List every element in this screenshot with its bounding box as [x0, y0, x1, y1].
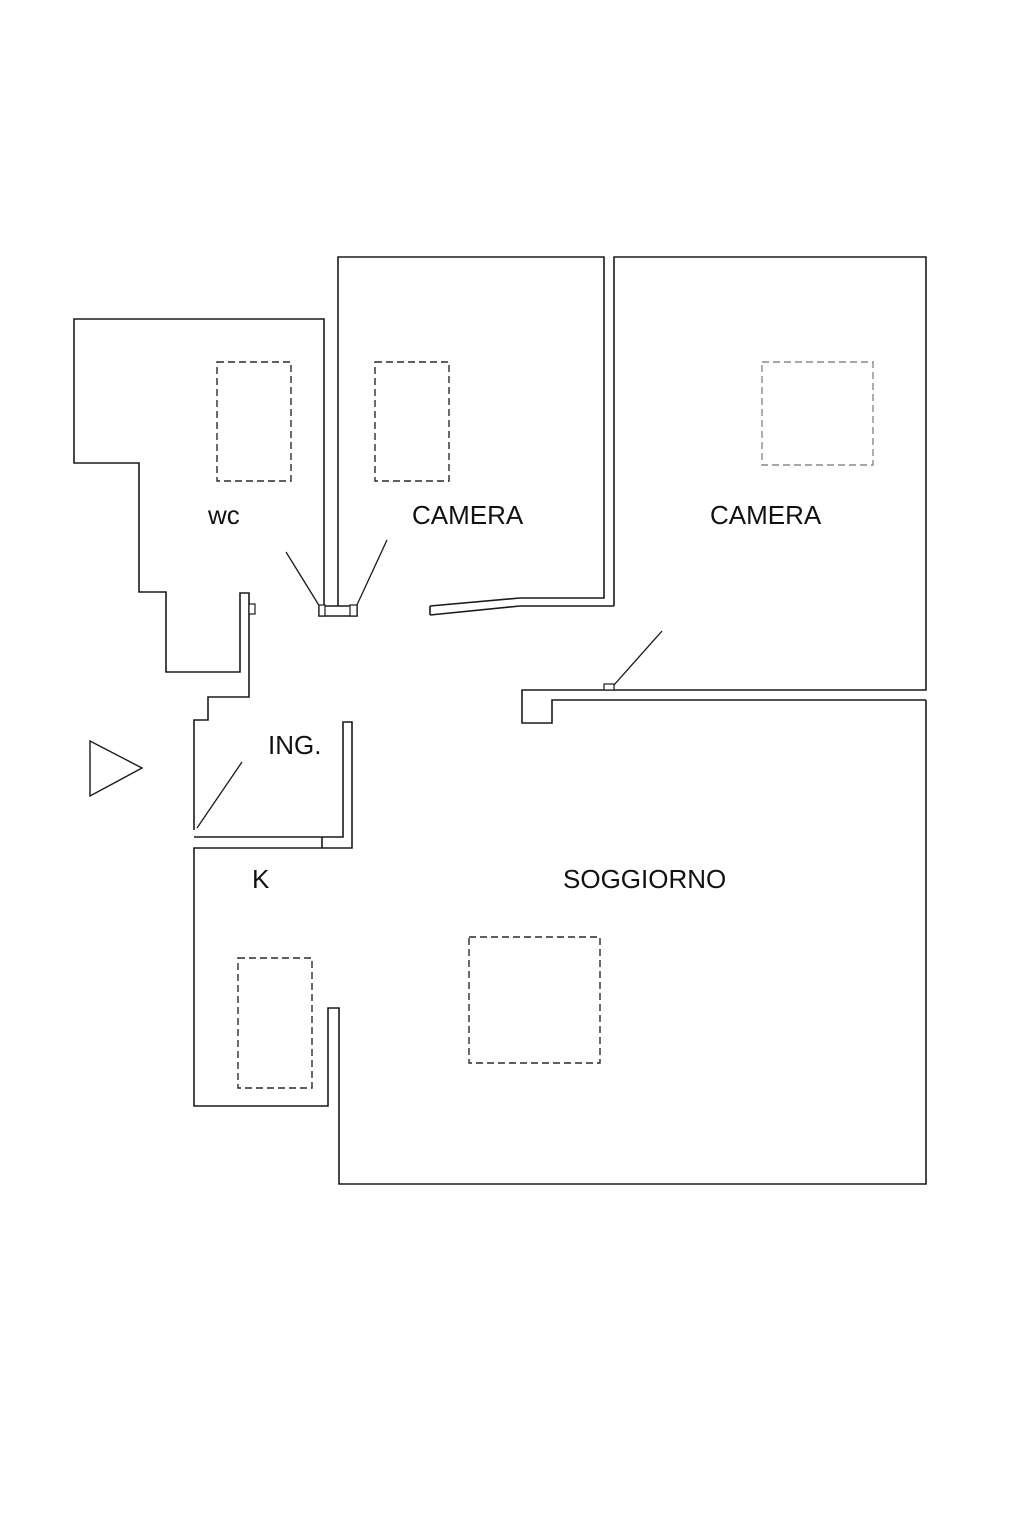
camera-1-wall: [337, 256, 605, 607]
door-camera-2: [613, 630, 663, 686]
jamb-wc-side: [248, 603, 256, 615]
label-ingresso: ING.: [268, 730, 321, 760]
door-wc: [285, 551, 321, 608]
room-labels: wc CAMERA CAMERA ING. K SOGGIORNO: [207, 500, 822, 894]
furniture-camera-2: [761, 361, 874, 466]
doors: [196, 539, 663, 829]
ingresso-wall: [194, 721, 353, 849]
furniture: [216, 361, 874, 1089]
jamb-wc: [318, 604, 326, 617]
wc-wall: [73, 318, 325, 830]
camera-1-wall-inner: [429, 605, 614, 616]
label-cucina: K: [252, 864, 270, 894]
furniture-kitchen: [237, 957, 313, 1089]
door-camera-1: [355, 539, 388, 608]
partition-stub: [521, 689, 926, 724]
jamb-camera-2: [603, 683, 615, 691]
furniture-wc: [216, 361, 292, 482]
door-entrance: [196, 761, 243, 829]
entrance-arrow-icon: [89, 739, 144, 798]
label-camera-2: CAMERA: [710, 500, 822, 530]
jamb-camera-1: [349, 604, 358, 617]
soggiorno-wall: [193, 700, 927, 1185]
furniture-camera-1: [374, 361, 450, 482]
walls: [73, 256, 927, 1185]
label-wc: wc: [207, 500, 240, 530]
label-camera-1: CAMERA: [412, 500, 524, 530]
furniture-soggiorno: [468, 936, 601, 1064]
label-soggiorno: SOGGIORNO: [563, 864, 726, 894]
camera-2-wall: [613, 256, 927, 691]
